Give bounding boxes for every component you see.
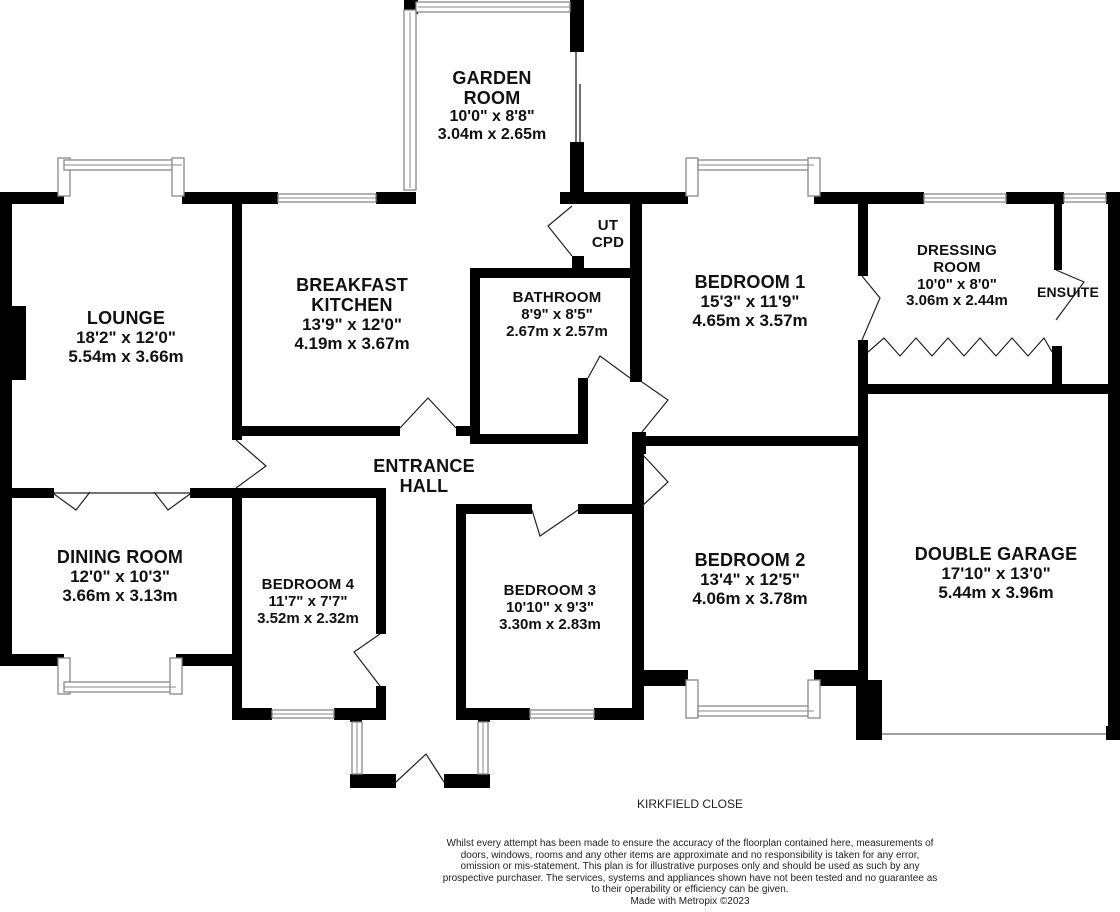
bathroom-metric: 2.67m x 2.57m: [506, 322, 608, 340]
dressing-room-name-1: DRESSING: [917, 242, 997, 259]
ut-cpd-name-1: UT: [597, 217, 619, 234]
entrance-hall-name-2: HALL: [399, 476, 449, 497]
bedroom-3-label: BEDROOM 3 10'10" x 9'3" 3.30m x 2.83m: [470, 582, 630, 633]
bedroom-1-name: BEDROOM 1: [694, 272, 806, 292]
double-garage-name: DOUBLE GARAGE: [914, 544, 1078, 564]
garden-room-label: GARDEN ROOM 10'0" x 8'8" 3.04m x 2.65m: [412, 68, 572, 144]
dressing-room-metric: 3.06m x 2.44m: [906, 292, 1008, 310]
dining-room-name: DINING ROOM: [56, 547, 184, 567]
garden-room-name-1: GARDEN: [452, 68, 532, 88]
bedroom-4-name: BEDROOM 4: [261, 576, 355, 593]
walls: [0, 0, 1120, 788]
entrance-hall-label: ENTRANCE HALL: [344, 456, 504, 496]
double-garage-label: DOUBLE GARAGE 17'10" x 13'0" 5.44m x 3.9…: [896, 544, 1096, 602]
double-garage-imperial: 17'10" x 13'0": [941, 564, 1051, 584]
bedroom-3-metric: 3.30m x 2.83m: [499, 615, 601, 633]
bedroom-1-metric: 4.65m x 3.57m: [692, 311, 808, 331]
garden-room-metric: 3.04m x 2.65m: [437, 126, 547, 144]
doors: [53, 205, 1085, 783]
ensuite-label: ENSUITE: [1030, 284, 1106, 301]
bedroom-2-metric: 4.06m x 3.78m: [692, 589, 808, 609]
street-name: KIRKFIELD CLOSE: [636, 797, 744, 811]
garden-room-name-2: ROOM: [463, 88, 521, 109]
lounge-name: LOUNGE: [86, 308, 166, 328]
bedroom-1-label: BEDROOM 1 15'3" x 11'9" 4.65m x 3.57m: [660, 272, 840, 330]
ut-cpd-name-2: CPD: [591, 233, 625, 251]
dining-room-label: DINING ROOM 12'0" x 10'3" 3.66m x 3.13m: [30, 547, 210, 605]
bathroom-imperial: 8'9" x 8'5": [521, 305, 593, 323]
breakfast-kitchen-imperial: 13'9" x 12'0": [302, 315, 402, 335]
bedroom-2-imperial: 13'4" x 12'5": [700, 570, 800, 590]
bedroom-3-imperial: 10'10" x 9'3": [505, 598, 595, 616]
bedroom-4-metric: 3.52m x 2.32m: [257, 609, 359, 627]
bedroom-3-name: BEDROOM 3: [503, 582, 597, 599]
dining-room-imperial: 12'0" x 10'3": [70, 567, 170, 587]
lounge-imperial: 18'2" x 12'0": [76, 328, 176, 348]
entrance-hall-name-1: ENTRANCE: [373, 456, 475, 476]
bathroom-name: BATHROOM: [512, 289, 602, 306]
bedroom-2-label: BEDROOM 2 13'4" x 12'5" 4.06m x 3.78m: [660, 550, 840, 608]
lounge-label: LOUNGE 18'2" x 12'0" 5.54m x 3.66m: [36, 308, 216, 366]
ut-cpd-label: UT CPD: [584, 217, 632, 252]
disclaimer-text: Whilst every attempt has been made to en…: [442, 838, 938, 895]
dressing-room-imperial: 10'0" x 8'0": [917, 275, 997, 293]
credit-text: Made with Metropix ©2023: [630, 896, 750, 907]
lounge-metric: 5.54m x 3.66m: [68, 347, 184, 367]
bedroom-4-imperial: 11'7" x 7'7": [268, 592, 348, 610]
breakfast-kitchen-name-2: KITCHEN: [311, 295, 393, 316]
dressing-room-label: DRESSING ROOM 10'0" x 8'0" 3.06m x 2.44m: [882, 242, 1032, 310]
breakfast-kitchen-label: BREAKFAST KITCHEN 13'9" x 12'0" 4.19m x …: [262, 275, 442, 353]
ensuite-name: ENSUITE: [1036, 284, 1100, 300]
garden-room-imperial: 10'0" x 8'8": [449, 108, 535, 126]
dressing-room-name-2: ROOM: [933, 258, 981, 276]
bathroom-label: BATHROOM 8'9" x 8'5" 2.67m x 2.57m: [482, 289, 632, 340]
breakfast-kitchen-name-1: BREAKFAST: [296, 275, 408, 295]
double-garage-metric: 5.44m x 3.96m: [938, 583, 1054, 603]
dining-room-metric: 3.66m x 3.13m: [62, 586, 178, 606]
bedroom-4-label: BEDROOM 4 11'7" x 7'7" 3.52m x 2.32m: [240, 576, 376, 627]
bedroom-2-name: BEDROOM 2: [694, 550, 806, 570]
breakfast-kitchen-metric: 4.19m x 3.67m: [294, 334, 410, 354]
bedroom-1-imperial: 15'3" x 11'9": [700, 292, 800, 312]
